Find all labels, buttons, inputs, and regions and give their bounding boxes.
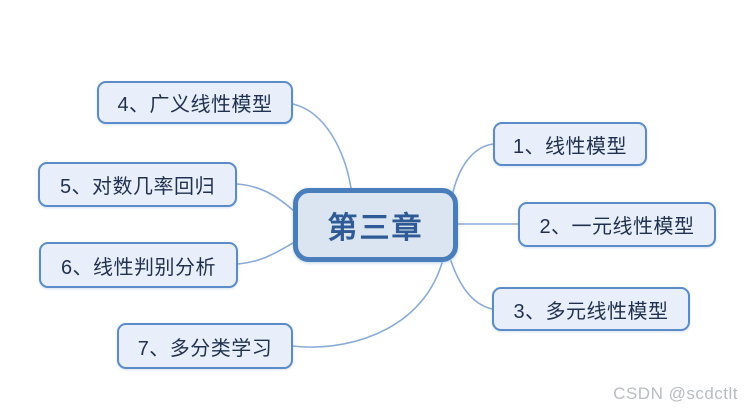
mindmap-node-logistic-regression[interactable]: 5、对数几率回归 (38, 162, 237, 207)
node-label: 1、线性模型 (512, 135, 628, 158)
connector-branch-6-to-root (237, 242, 294, 265)
connector-branch-7-to-root (292, 262, 443, 348)
root-node-label: 第三章 (327, 212, 424, 245)
mindmap-node-multiclass-learning[interactable]: 7、多分类学习 (117, 323, 293, 369)
connector-branch-5-to-root (236, 183, 295, 212)
mindmap-root-node[interactable]: 第三章 (293, 188, 458, 262)
node-label: 2、一元线性模型 (539, 216, 695, 238)
node-label: 4、广义线性模型 (117, 94, 273, 116)
connector-root-to-branch-3 (450, 260, 493, 310)
mindmap-node-generalized-linear-model[interactable]: 4、广义线性模型 (97, 81, 293, 124)
node-label: 5、对数几率回归 (59, 176, 216, 198)
node-label: 3、多元线性模型 (513, 300, 669, 323)
mindmap-node-multivariate-linear-model[interactable]: 3、多元线性模型 (492, 287, 690, 331)
connector-root-to-branch-1 (452, 143, 494, 193)
mindmap-node-linear-discriminant-analysis[interactable]: 6、线性判别分析 (39, 242, 238, 288)
node-label: 7、多分类学习 (137, 337, 273, 360)
mindmap-node-linear-model[interactable]: 1、线性模型 (493, 122, 647, 166)
node-label: 6、线性判别分析 (60, 256, 217, 279)
csdn-watermark: CSDN @scdctlt (613, 384, 738, 403)
mindmap-node-univariate-linear-model[interactable]: 2、一元线性模型 (518, 202, 716, 247)
connector-branch-4-to-root (292, 103, 352, 189)
